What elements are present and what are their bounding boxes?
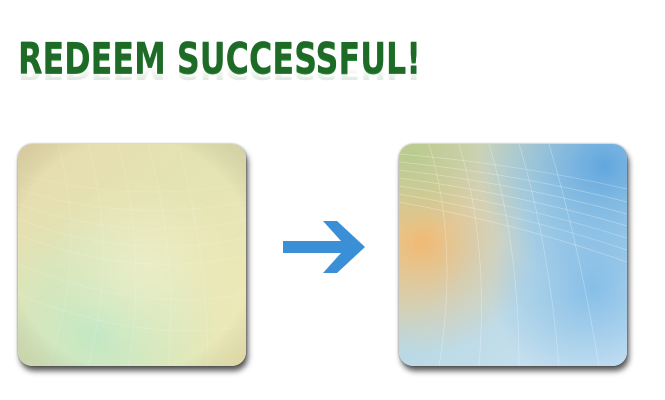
before-wallpaper-image (18, 144, 246, 366)
before-wallpaper-tile (18, 144, 246, 366)
headline-container: REDEEM SUCCESSFUL! REDEEM SUCCESSFUL! (18, 34, 478, 114)
arrow-right-icon (281, 215, 371, 279)
after-wallpaper-image (399, 144, 627, 366)
headline: REDEEM SUCCESSFUL! (18, 34, 421, 84)
after-wallpaper-tile (399, 144, 627, 366)
headline-reflection: REDEEM SUCCESSFUL! (18, 56, 421, 85)
